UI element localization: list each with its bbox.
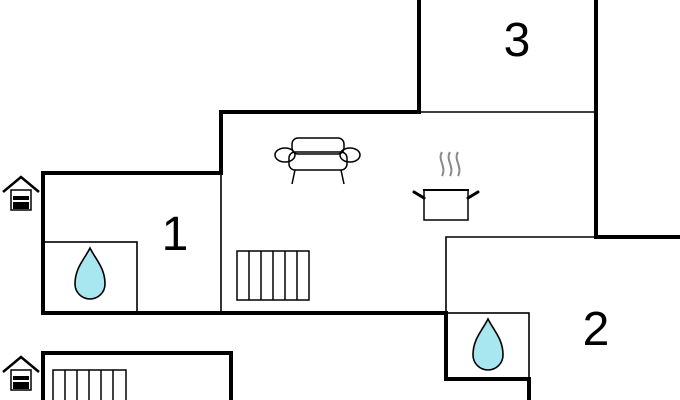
radiator-icon — [236, 250, 310, 301]
bathroom-room-1 — [42, 241, 138, 314]
room-label-1: 1 — [162, 208, 189, 261]
wall-lower-room — [41, 351, 233, 400]
water-drop-icon — [472, 317, 504, 371]
house-entrance-icon — [2, 175, 40, 211]
room-label-3: 3 — [504, 14, 531, 67]
water-drop-icon — [74, 246, 106, 300]
divider-room-2 — [445, 236, 596, 313]
room-label-2: 2 — [583, 303, 610, 356]
walls — [41, 0, 680, 400]
bathroom-room-2 — [445, 312, 530, 380]
wall-room-3 — [41, 0, 531, 400]
wall-right-top — [594, 0, 680, 239]
house-entrance-icon — [2, 355, 40, 391]
cooking-pot-icon — [412, 151, 480, 221]
radiator-icon — [52, 369, 127, 400]
sofa-icon — [274, 137, 361, 185]
